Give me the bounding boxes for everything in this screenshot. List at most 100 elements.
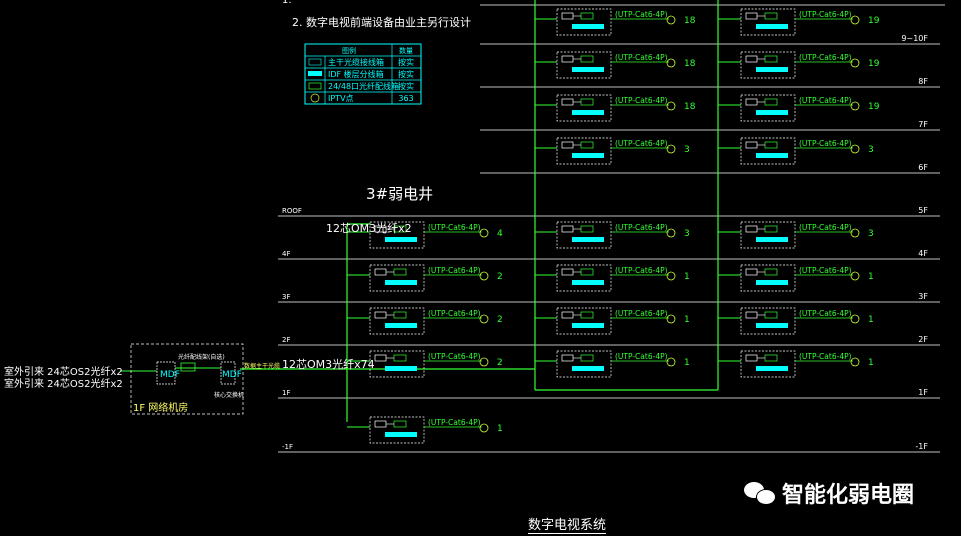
switch-icon xyxy=(580,311,594,319)
switch-icon xyxy=(580,268,594,276)
patch-panel xyxy=(756,110,788,115)
idf-col3: (UTP-Cat6-4P)1 xyxy=(740,307,874,335)
iptv-count: 4 xyxy=(497,229,503,239)
cable-label: (UTP-Cat6-4P) xyxy=(428,266,481,275)
cable-label: (UTP-Cat6-4P) xyxy=(615,309,668,318)
cable-label: (UTP-Cat6-4P) xyxy=(799,96,852,105)
patch-panel xyxy=(572,153,604,158)
floor-label-left: ROOF xyxy=(282,207,302,215)
idf-col3: (UTP-Cat6-4P)1 xyxy=(740,350,874,378)
patch-panel xyxy=(756,366,788,371)
idf-outline xyxy=(740,350,796,378)
idf-outline xyxy=(740,94,796,122)
iptv-outlet-icon xyxy=(479,271,489,281)
iptv-outlet-icon xyxy=(850,271,860,281)
legend-table: 图例数量主干光缆接线箱按实IDF 楼层分线箱按实24/48口光纤配线箱按实IPT… xyxy=(304,43,422,105)
cable-label: (UTP-Cat6-4P) xyxy=(799,266,852,275)
patch-panel xyxy=(385,237,417,242)
legend-header-name: 图例 xyxy=(342,46,356,55)
switch-icon xyxy=(764,354,778,362)
idf-col3: (UTP-Cat6-4P)3 xyxy=(740,137,874,165)
cable-label: (UTP-Cat6-4P) xyxy=(799,139,852,148)
watermark-text: 智能化弱电圈 xyxy=(782,483,915,508)
switch-icon xyxy=(764,98,778,106)
legend-iptv-icon xyxy=(310,93,320,103)
incoming-line-1: 室外引来 24芯OS2光纤x2 xyxy=(4,367,123,378)
fiber-panel xyxy=(374,354,387,362)
iptv-outlet-icon xyxy=(850,101,860,111)
legend-row-name: IDF 楼层分线箱 xyxy=(328,69,384,79)
iptv-outlet-icon xyxy=(850,15,860,25)
idf-outline xyxy=(740,307,796,335)
idf-col2: (UTP-Cat6-4P) 18 xyxy=(556,51,696,79)
note-line-2: 2. 数字电视前端设备由业主另行设计 xyxy=(292,14,471,30)
idf-outline xyxy=(556,307,612,335)
switch-icon xyxy=(393,420,407,428)
floor-label-right: -1F xyxy=(915,442,928,451)
switch-icon xyxy=(764,311,778,319)
incoming-line-2: 室外引来 24芯OS2光纤x2 xyxy=(4,379,123,390)
patch-panel xyxy=(572,323,604,328)
legend-row-name: 24/48口光纤配线箱 xyxy=(328,81,399,91)
idf-col1: (UTP-Cat6-4P)4 xyxy=(369,221,503,249)
patch-panel xyxy=(572,110,604,115)
iptv-outlet-icon xyxy=(479,357,489,367)
iptv-count: 1 xyxy=(868,272,874,282)
iptv-outlet-icon xyxy=(850,314,860,324)
floor-label-left: 1F xyxy=(282,389,290,397)
iptv-count: 19 xyxy=(868,59,880,69)
idf-col3: (UTP-Cat6-4P)19 xyxy=(740,51,880,79)
patch-panel xyxy=(756,24,788,29)
switch-icon xyxy=(580,12,594,20)
fiber-panel xyxy=(745,98,758,106)
cable-label: (UTP-Cat6-4P) xyxy=(615,96,668,105)
iptv-count: 18 xyxy=(684,59,696,69)
iptv-count: 1 xyxy=(868,358,874,368)
fiber-label-main-prefix: 数据主干光缆 xyxy=(244,363,281,370)
iptv-outlet-icon xyxy=(850,357,860,367)
idf-outline xyxy=(740,8,796,36)
cable-label: (UTP-Cat6-4P) xyxy=(615,53,668,62)
note-line-2-text: 2. 数字电视前端设备由业主另行设计 xyxy=(292,16,471,29)
fiber-panel xyxy=(561,268,574,276)
mdf-switch-label: 光纤配线架(自选) xyxy=(178,354,225,361)
idf-col2: (UTP-Cat6-4P)1 xyxy=(556,264,690,292)
idf-outline xyxy=(556,137,612,165)
iptv-count: 3 xyxy=(684,229,690,239)
legend-box-icon xyxy=(308,58,322,66)
idf-col1: (UTP-Cat6-4P)1 xyxy=(369,416,503,444)
wechat-icon xyxy=(744,480,776,506)
fiber-label-main: 12芯OM3光纤x74 xyxy=(282,358,375,371)
iptv-outlet-icon xyxy=(666,314,676,324)
fiber-panel xyxy=(745,354,758,362)
patch-panel xyxy=(385,280,417,285)
idf-col2: (UTP-Cat6-4P)3 xyxy=(556,221,690,249)
cable-label: (UTP-Cat6-4P) xyxy=(615,352,668,361)
iptv-count: 19 xyxy=(868,16,880,26)
fiber-panel xyxy=(745,141,758,149)
idf-outline xyxy=(740,137,796,165)
iptv-count: 1 xyxy=(868,315,874,325)
iptv-outlet-icon xyxy=(666,357,676,367)
legend-row-qty: 按实 xyxy=(398,81,414,91)
floor-label-left: 2F xyxy=(282,336,290,344)
floor-label-right: 9~10F xyxy=(901,34,928,43)
patch-panel xyxy=(756,67,788,72)
idf-col2: (UTP-Cat6-4P)3 xyxy=(556,137,690,165)
iptv-outlet-icon xyxy=(479,314,489,324)
idf-col1: (UTP-Cat6-4P)2 xyxy=(369,350,503,378)
fiber-panel xyxy=(561,55,574,63)
iptv-count: 18 xyxy=(684,16,696,26)
cable-label: (UTP-Cat6-4P) xyxy=(428,309,481,318)
idf-outline xyxy=(369,307,425,335)
fiber-panel xyxy=(374,311,387,319)
switch-icon xyxy=(764,268,778,276)
switch-icon xyxy=(580,354,594,362)
fiber-label-top: 12芯OM3光纤x2 xyxy=(326,222,412,235)
idf-outline xyxy=(556,350,612,378)
fiber-panel xyxy=(745,311,758,319)
cable-label: (UTP-Cat6-4P) xyxy=(615,139,668,148)
idf-outline xyxy=(556,221,612,249)
